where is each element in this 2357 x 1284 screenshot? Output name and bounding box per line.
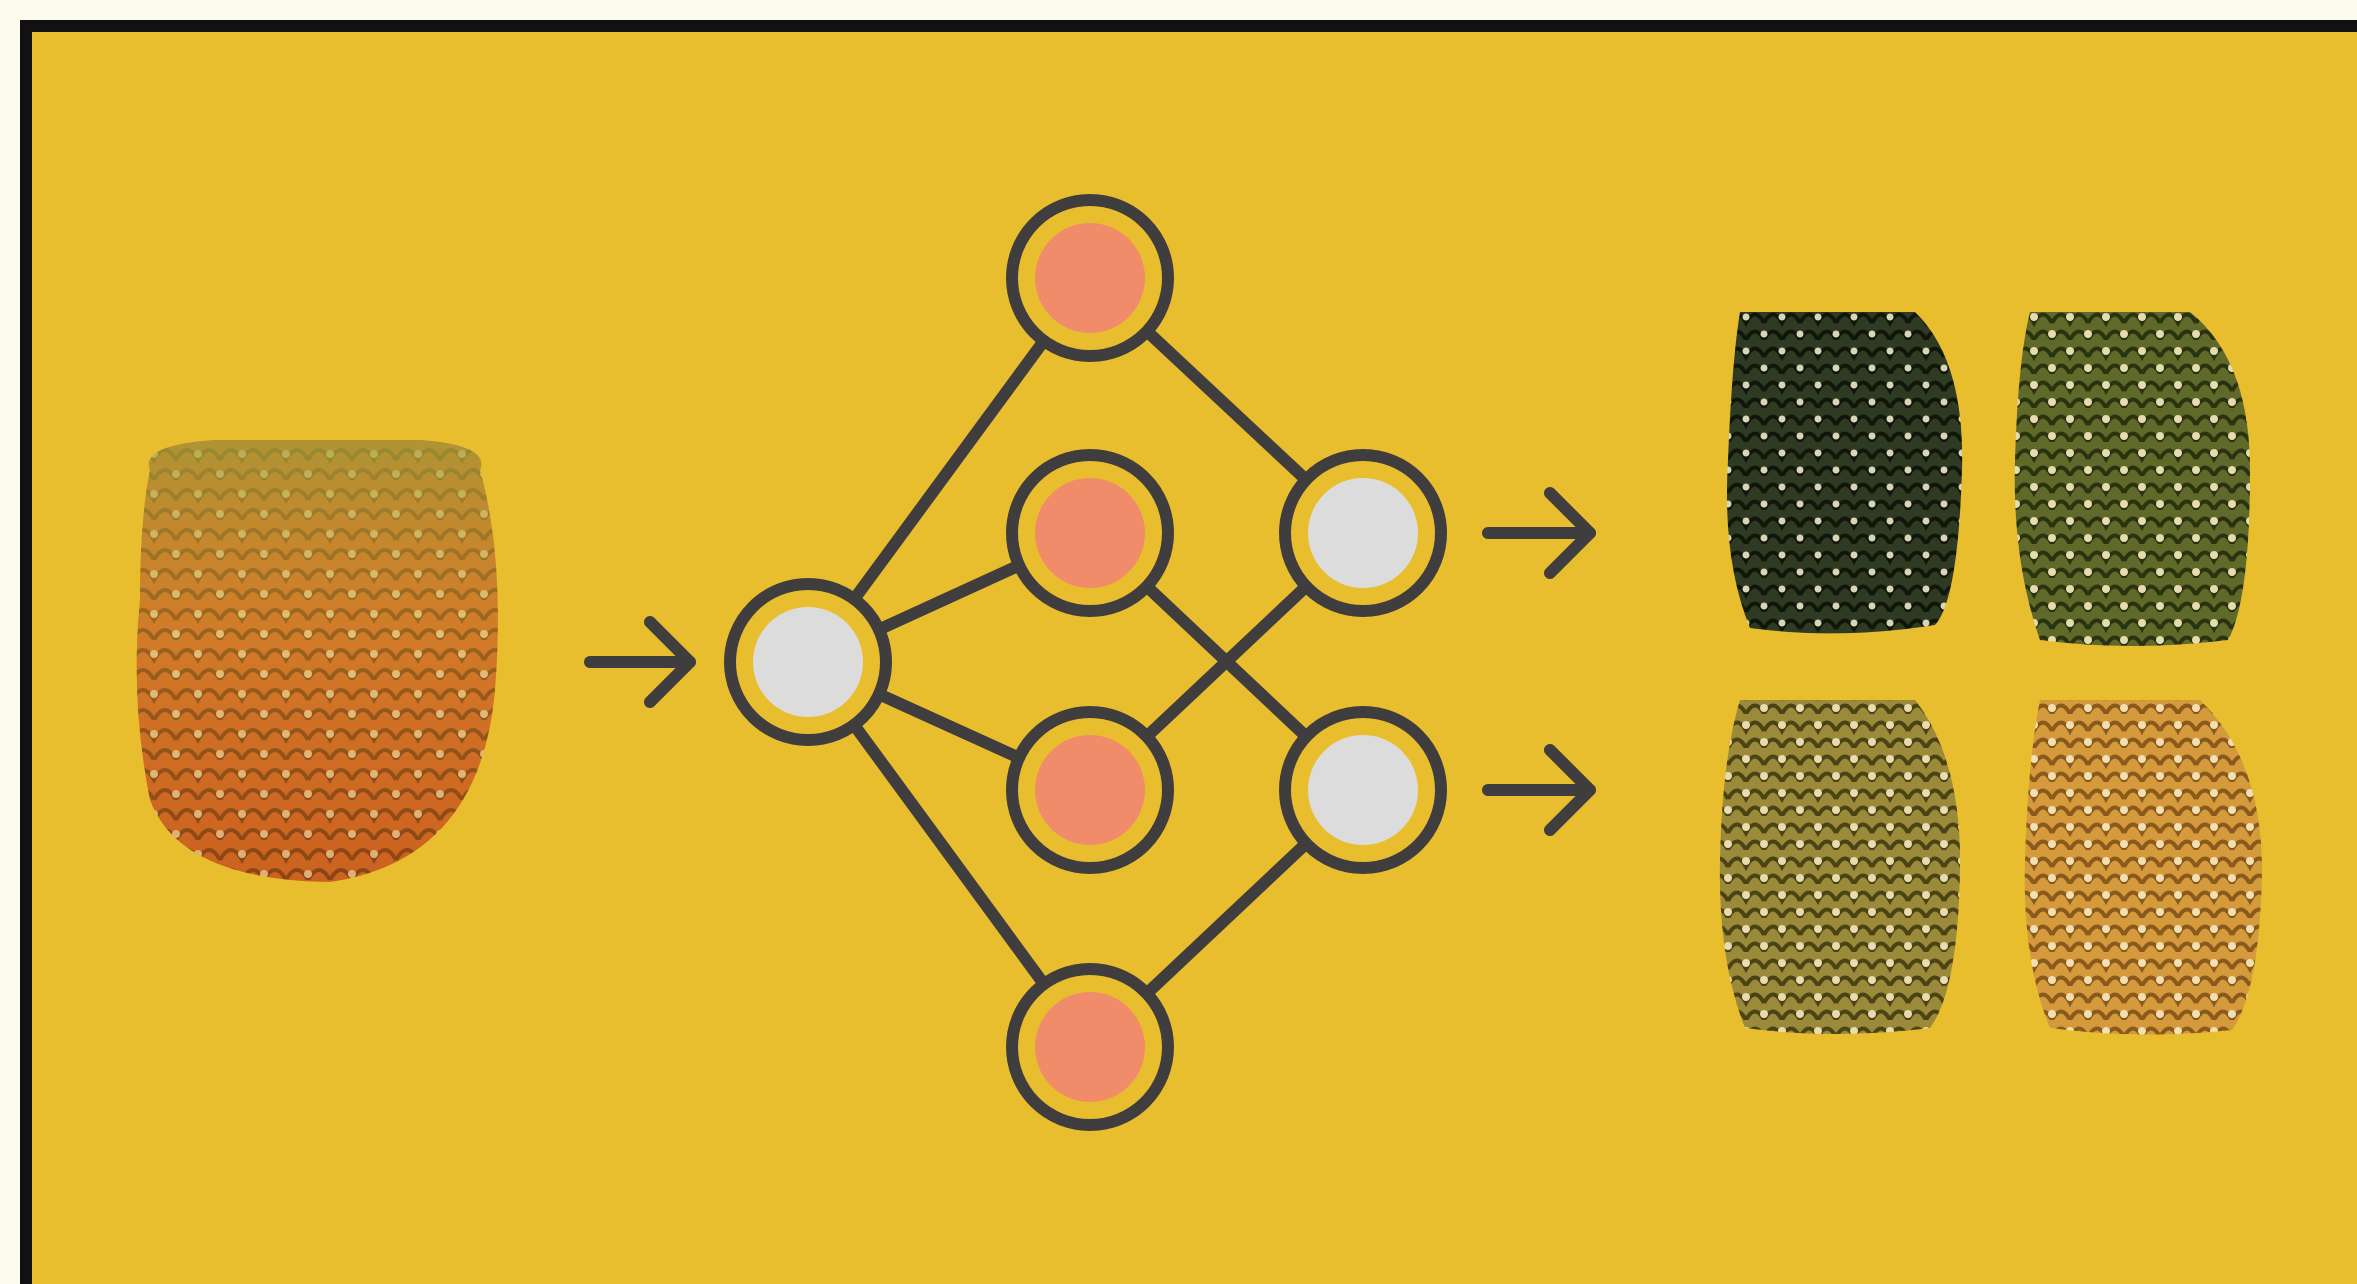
hidden-node (1006, 706, 1174, 874)
output-pineapple-ripe-golden-icon (2024, 700, 2262, 1035)
output-node (1279, 706, 1447, 874)
output-arrow-icon (1482, 744, 1596, 836)
output-layer (1279, 449, 1447, 874)
input-node (724, 578, 892, 746)
hidden-node (1006, 449, 1174, 617)
output-pineapple-unripe-dark-icon (1726, 312, 1963, 634)
hidden-node (1006, 963, 1174, 1131)
output-pineapple-unripe-green-icon (2014, 312, 2250, 646)
input-layer (724, 578, 892, 746)
hidden-node (1006, 194, 1174, 362)
input-pineapple-icon (136, 440, 498, 882)
hidden-layer (1006, 194, 1174, 1131)
output-arrow-icon (1482, 487, 1596, 579)
output-node (1279, 449, 1447, 617)
output-pineapple-semi-ripe-icon (1719, 700, 1961, 1034)
input-arrow-icon (584, 616, 696, 708)
